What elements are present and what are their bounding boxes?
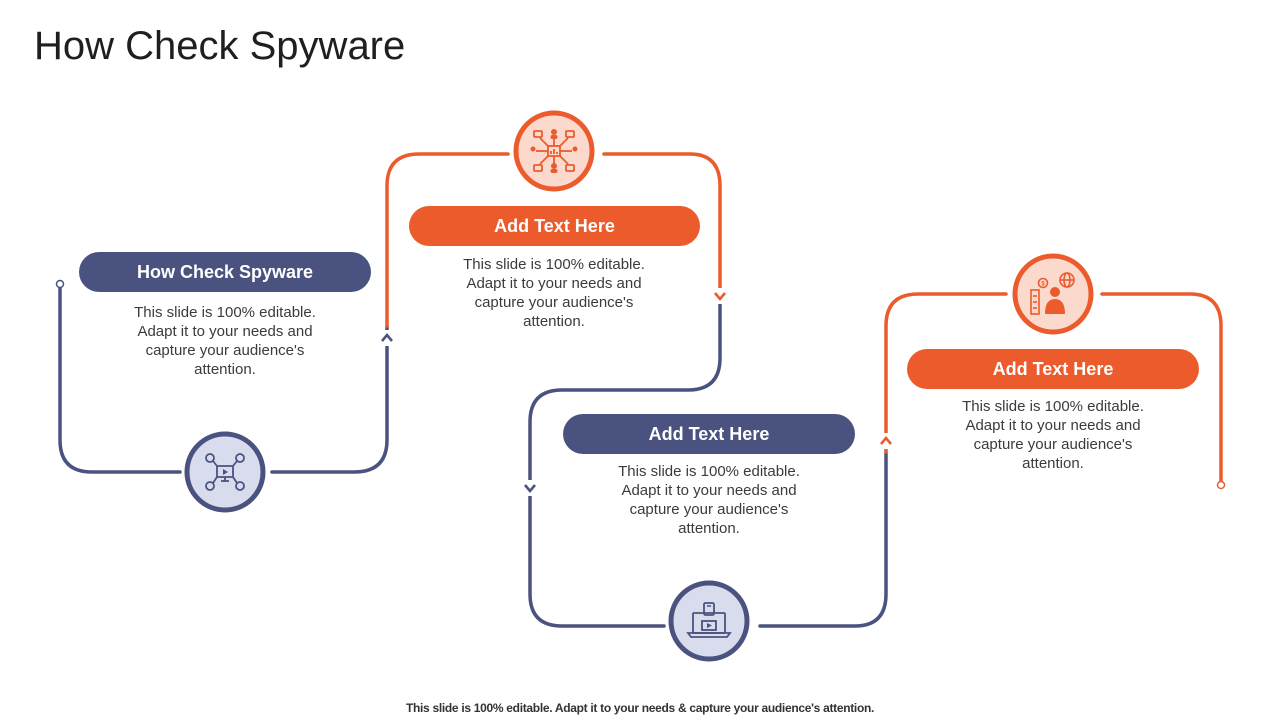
step-2-description: This slide is 100% editable. Adapt it to…: [463, 256, 645, 330]
step-4-description: This slide is 100% editable. Adapt it to…: [962, 398, 1144, 472]
businessman-globe-icon: $: [1012, 253, 1094, 335]
connector-step-2: [385, 152, 722, 328]
laptop-video-icon: [668, 580, 750, 662]
connector-step-3: [528, 298, 888, 628]
chevron-up-icon: [876, 433, 896, 449]
svg-text:$: $: [1041, 282, 1045, 288]
start-dot: [55, 279, 65, 289]
chevron-down-icon: [710, 288, 730, 304]
step-3-description: This slide is 100% editable. Adapt it to…: [618, 463, 800, 537]
people-network-icon: [513, 110, 595, 192]
step-1-description: This slide is 100% editable. Adapt it to…: [134, 304, 316, 378]
step-4-heading: Add Text Here: [907, 349, 1199, 389]
footer-note: This slide is 100% editable. Adapt it to…: [405, 701, 875, 715]
end-dot: [1216, 480, 1226, 490]
step-2-heading: Add Text Here: [409, 206, 700, 246]
page-title: How Check Spyware: [34, 24, 406, 68]
monitor-network-icon: [184, 431, 266, 513]
step-3-heading: Add Text Here: [563, 414, 855, 454]
step-1-heading: How Check Spyware: [79, 252, 371, 292]
chevron-down-icon: [520, 480, 540, 496]
connector-step-4: [884, 292, 1223, 486]
connector-step-1: [58, 282, 389, 474]
chevron-up-icon: [377, 330, 397, 346]
